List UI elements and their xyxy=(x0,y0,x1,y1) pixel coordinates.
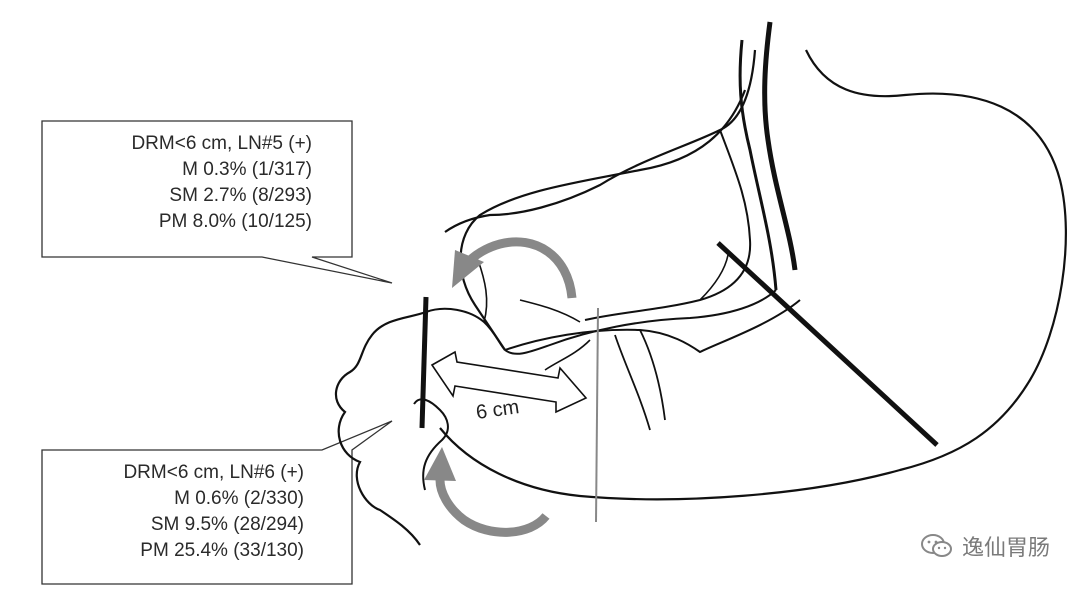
wechat-icon xyxy=(920,534,952,557)
vessel-twig-3 xyxy=(544,339,591,371)
vessel-branch-2 xyxy=(504,289,777,355)
vessel-main-1 xyxy=(762,21,798,271)
vessel-twig-2 xyxy=(614,334,651,431)
vessel-twig-4 xyxy=(519,299,581,323)
callout-bottom-line-1: DRM<6 cm, LN#6 (+) xyxy=(123,462,304,483)
vessel-twig-6 xyxy=(477,259,488,323)
vessel-twig-5 xyxy=(699,254,729,301)
gray-arrow-bottom-curve xyxy=(435,479,550,537)
callout-top-line-1: DRM<6 cm, LN#5 (+) xyxy=(131,133,312,154)
callout-top-line-2: M 0.3% (1/317) xyxy=(182,159,312,180)
callout-bottom-text: DRM<6 cm, LN#6 (+) M 0.6% (2/330) SM 9.5… xyxy=(60,460,304,564)
callout-bottom-line-4: PM 25.4% (33/130) xyxy=(140,540,304,561)
callout-top-line-4: PM 8.0% (10/125) xyxy=(158,211,312,232)
vessel-branch-1 xyxy=(584,129,752,321)
distal-resection-line xyxy=(419,296,429,429)
callout-top-line-3: SM 2.7% (8/293) xyxy=(169,185,312,206)
lesser-curvature xyxy=(459,89,747,351)
gray-arrow-top-curve xyxy=(464,237,577,299)
distance-double-arrow xyxy=(430,350,588,414)
margin-line xyxy=(595,307,599,523)
pylorus-upper xyxy=(425,307,506,351)
gray-arrow-top-head xyxy=(452,250,484,288)
proximal-resection-line xyxy=(716,241,939,447)
watermark-text: 逸仙胃肠 xyxy=(961,536,1050,561)
pylorus-lower xyxy=(413,398,449,491)
callout-bottom-line-2: M 0.6% (2/330) xyxy=(174,488,304,509)
watermark: 逸仙胃肠 xyxy=(920,530,1050,562)
vessel-twig-1 xyxy=(639,329,666,421)
vessel-main-2 xyxy=(738,39,778,291)
gray-arrow-bottom-head xyxy=(424,447,456,481)
callout-top-text: DRM<6 cm, LN#5 (+) M 0.3% (1/317) SM 2.7… xyxy=(60,131,312,235)
antrum-contour xyxy=(504,299,801,354)
callout-box-bottom xyxy=(41,420,393,585)
callout-box-top xyxy=(41,120,393,284)
vessel-main-3 xyxy=(444,49,757,233)
duodenum xyxy=(334,310,427,546)
stomach-outline xyxy=(439,49,1067,501)
callout-bottom-line-3: SM 9.5% (28/294) xyxy=(150,514,304,535)
